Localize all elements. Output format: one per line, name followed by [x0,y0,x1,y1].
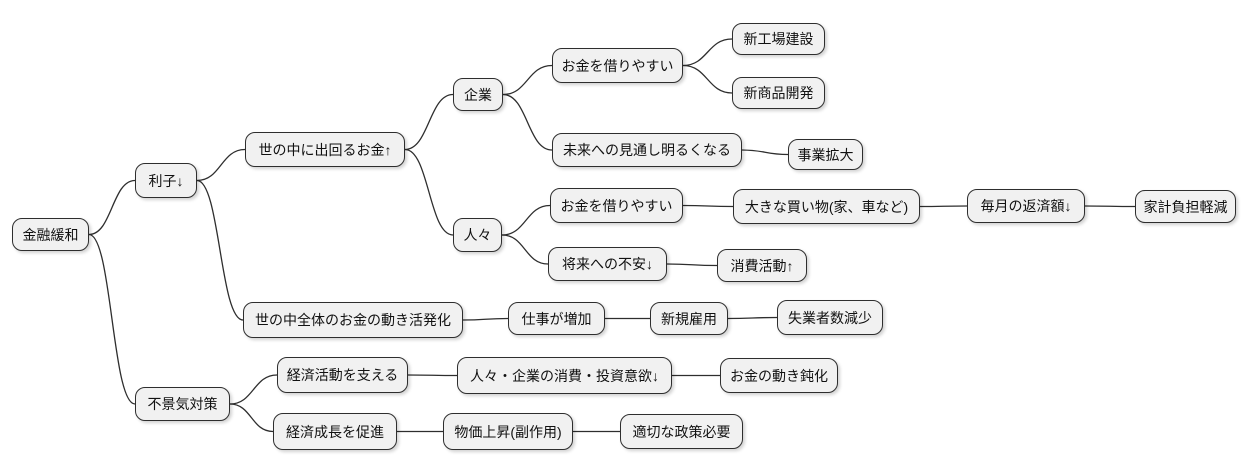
mindmap-node-tekisetsu-seisaku[interactable]: 適切な政策必要 [620,414,743,449]
node-label: 世の中に出回るお金↑ [258,141,392,158]
mindmap-node-shohi-iyoku[interactable]: 人々・企業の消費・投資意欲↓ [457,357,672,394]
edge-fukeiki-taisaku-to-keizai-seicho [229,403,274,433]
node-label: 事業拡大 [797,146,854,163]
edge-shorai-fuan-to-shohi-katsudo [666,263,718,267]
node-label: 人々・企業の消費・投資意欲↓ [470,367,659,384]
edge-sekai-okane-to-kigyo [404,93,454,151]
edge-kigyo-kariyasui-to-shin-kojo [682,38,733,67]
mindmap-node-ookina-kaimono[interactable]: 大きな買い物(家、車など) [733,189,920,224]
mindmap-node-shin-kojo[interactable]: 新工場建設 [732,23,825,55]
edge-kinyu-kanwa-to-rishi [88,179,136,236]
node-label: 企業 [464,86,492,103]
mindmap-node-hito-kariyasui[interactable]: お金を借りやすい [550,188,683,223]
edge-kinyu-kanwa-to-fukeiki-taisaku [88,233,136,405]
mindmap-node-bukka-josho[interactable]: 物価上昇(副作用) [443,413,573,450]
mindmap-node-shitsugyo-gensho[interactable]: 失業者数減少 [777,300,883,335]
edge-hitobito-to-shorai-fuan [501,234,549,265]
node-label: お金の動き鈍化 [730,367,828,384]
node-label: 仕事が増加 [521,310,592,327]
node-label: 人々 [463,227,492,243]
mindmap-node-rishi[interactable]: 利子↓ [135,163,197,198]
mindmap-node-kigyo-kariyasui[interactable]: お金を借りやすい [552,48,683,83]
mindmap-node-shinki-koyo[interactable]: 新規雇用 [650,302,728,335]
mindmap-node-shin-shohin[interactable]: 新商品開発 [732,77,825,109]
node-label: 消費活動↑ [730,257,794,274]
edge-kigyo-kariyasui-to-shin-shohin [682,64,733,94]
mindmap-node-shigoto-zoka[interactable]: 仕事が増加 [508,302,605,335]
edge-keizai-sasaeru-to-shohi-iyoku [407,374,458,377]
edge-hitobito-to-hito-kariyasui [501,204,551,236]
edge-ookina-kaimono-to-hensai-gaku [919,205,968,208]
node-label: 新工場建設 [743,31,814,47]
node-label: 将来への不安↓ [562,256,653,272]
mindmap-node-sekai-okane[interactable]: 世の中に出回るお金↑ [245,132,405,167]
edge-mitooshi-to-jigyo-kakudai [741,149,789,156]
edge-rishi-to-sekai-okane [196,148,246,182]
mindmap-node-fukeiki-taisaku[interactable]: 不景気対策 [135,387,230,421]
node-label: 世の中全体のお金の動き活発化 [255,312,451,328]
edge-hensai-gaku-to-kakei-keigen [1084,205,1136,208]
node-label: 金融緩和 [22,226,79,243]
node-label: お金を借りやすい [561,57,674,74]
mindmap-node-ugoki-kappatsu[interactable]: 世の中全体のお金の動き活発化 [243,302,463,338]
mindmap-node-keizai-sasaeru[interactable]: 経済活動を支える [277,357,408,393]
mindmap-node-shohi-katsudo[interactable]: 消費活動↑ [717,249,807,282]
node-label: 新規雇用 [661,310,717,327]
node-label: 未来への見通し明るくなる [563,142,731,158]
mindmap-node-hitobito[interactable]: 人々 [453,218,502,252]
edge-fukeiki-taisaku-to-keizai-sasaeru [229,374,278,405]
node-label: 新商品開発 [743,85,814,101]
mindmap-node-kinyu-kanwa[interactable]: 金融緩和 [12,218,89,251]
node-label: 大きな買い物(家、車など) [744,198,909,215]
node-label: 不景気対策 [147,396,218,412]
mindmap-node-hensai-gaku[interactable]: 毎月の返済額↓ [967,189,1085,223]
mindmap-node-jigyo-kakudai[interactable]: 事業拡大 [788,139,863,170]
mindmap-node-keizai-seicho[interactable]: 経済成長を促進 [273,413,397,450]
node-label: 経済成長を促進 [286,423,384,440]
node-label: 家計負担軽減 [1143,198,1228,215]
node-label: 適切な政策必要 [632,423,731,440]
edge-ugoki-kappatsu-to-shigoto-zoka [462,317,509,321]
node-label: 利子↓ [148,172,184,189]
edge-hito-kariyasui-to-ookina-kaimono [682,204,734,208]
mindmap-node-mitooshi[interactable]: 未来への見通し明るくなる [552,133,742,167]
edge-shinki-koyo-to-shitsugyo-gensho [727,316,778,320]
edge-sekai-okane-to-hitobito [404,148,454,236]
node-label: お金を借りやすい [560,197,673,214]
edge-kigyo-to-kigyo-kariyasui [502,64,553,96]
mindmap-node-kakei-keigen[interactable]: 家計負担軽減 [1135,190,1236,223]
mindmap-node-kigyo[interactable]: 企業 [453,78,503,111]
edge-rishi-to-ugoki-kappatsu [196,179,244,321]
node-label: 失業者数減少 [788,309,872,326]
edge-kigyo-to-mitooshi [502,93,553,151]
node-label: 経済活動を支える [286,367,399,383]
mindmap-node-shorai-fuan[interactable]: 将来への不安↓ [548,247,667,281]
node-label: 物価上昇(副作用) [454,423,562,440]
node-label: 毎月の返済額↓ [980,198,1072,214]
mindmap-node-ugoki-donka[interactable]: お金の動き鈍化 [720,358,838,393]
